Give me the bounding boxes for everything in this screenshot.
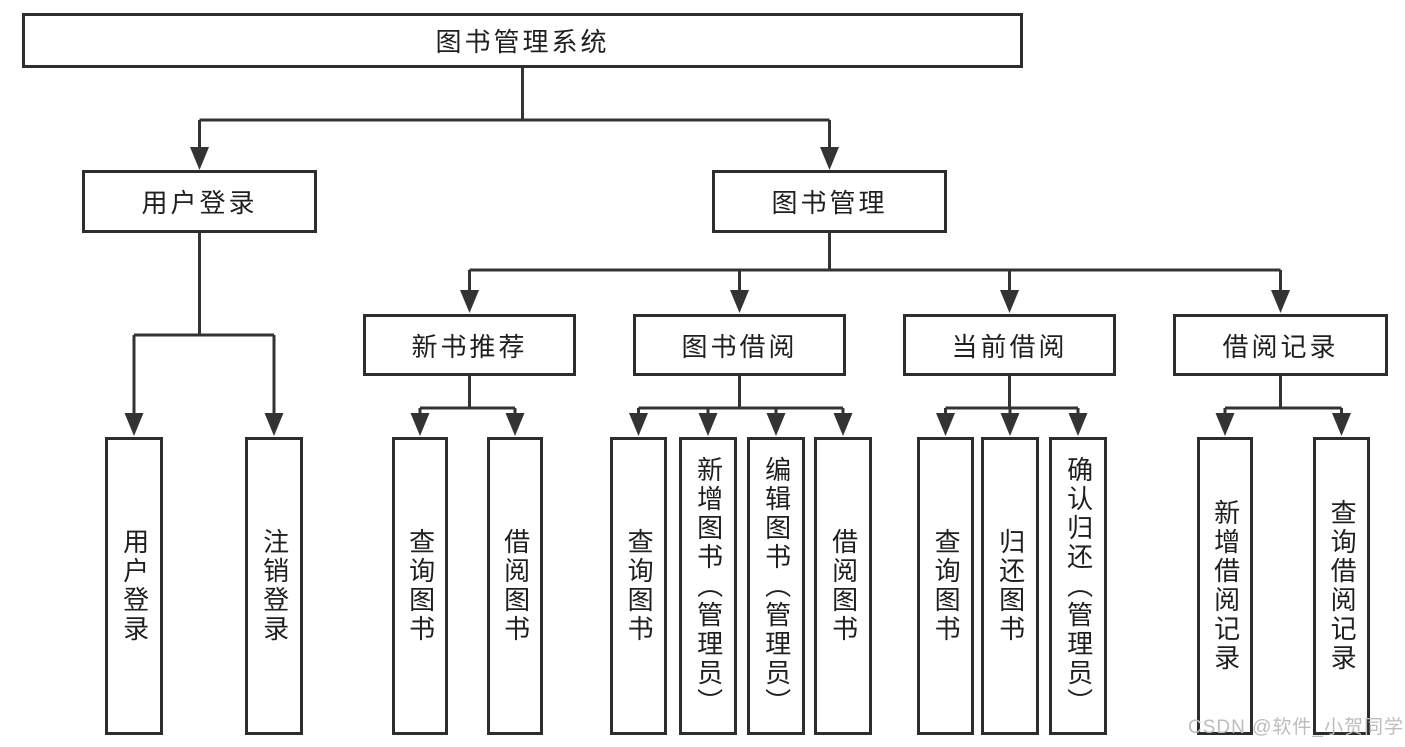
node-label: 查询借阅记录 xyxy=(1327,499,1358,673)
node-new-book-recommendation: 新书推荐 xyxy=(363,314,576,376)
node-label: 用户登录 xyxy=(141,188,258,218)
node-label: 编辑图书（管理员） xyxy=(761,455,792,717)
node-label: 确认归还（管理员） xyxy=(1063,455,1094,717)
node-label: 图书借阅 xyxy=(681,331,798,362)
leaf-edit-books-admin: 编辑图书（管理员） xyxy=(747,437,805,735)
leaf-borrow-books-2: 借阅图书 xyxy=(814,437,872,735)
leaf-confirm-return-admin: 确认归还（管理员） xyxy=(1049,437,1107,735)
node-label: 借阅图书 xyxy=(828,528,859,644)
leaf-query-borrow-record: 查询借阅记录 xyxy=(1313,437,1370,735)
node-label: 新书推荐 xyxy=(411,331,528,362)
leaf-logout: 注销登录 xyxy=(245,437,303,735)
leaf-query-books-1: 查询图书 xyxy=(392,437,448,735)
leaf-query-books-3: 查询图书 xyxy=(917,437,974,735)
node-book-management-branch: 图书管理 xyxy=(712,170,947,233)
node-label: 新增图书（管理员） xyxy=(693,455,724,717)
node-label: 归还图书 xyxy=(995,528,1026,644)
node-label: 当前借阅 xyxy=(951,331,1068,362)
node-label: 注销登录 xyxy=(259,528,290,644)
node-borrowing-records: 借阅记录 xyxy=(1173,314,1388,376)
leaf-add-borrow-record: 新增借阅记录 xyxy=(1197,437,1253,735)
node-label: 新增借阅记录 xyxy=(1210,499,1241,673)
node-label: 图书管理 xyxy=(771,188,888,218)
leaf-borrow-books-1: 借阅图书 xyxy=(487,437,543,735)
node-label: 查询图书 xyxy=(624,528,655,644)
node-current-borrowing: 当前借阅 xyxy=(903,314,1116,376)
node-library-management-system: 图书管理系统 xyxy=(22,13,1023,68)
leaf-user-login: 用户登录 xyxy=(105,437,163,735)
node-label: 查询图书 xyxy=(405,528,436,644)
arrowheads xyxy=(124,147,1351,436)
node-label: 图书管理系统 xyxy=(435,27,610,57)
leaf-query-books-2: 查询图书 xyxy=(610,437,667,735)
leaf-return-books: 归还图书 xyxy=(981,437,1039,735)
csdn-watermark: CSDN @软件_小贺同学 xyxy=(1188,717,1404,738)
node-user-login-branch: 用户登录 xyxy=(82,170,317,233)
node-label: 借阅记录 xyxy=(1222,331,1339,362)
node-label: 借阅图书 xyxy=(500,528,531,644)
node-label: 用户登录 xyxy=(119,528,150,644)
leaf-add-books-admin: 新增图书（管理员） xyxy=(679,437,737,735)
node-label: 查询图书 xyxy=(931,528,962,644)
node-book-borrowing: 图书借阅 xyxy=(633,314,846,376)
